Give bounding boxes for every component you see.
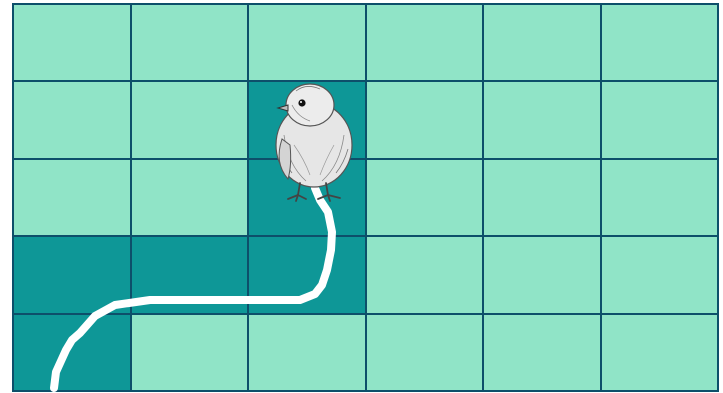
grid-cell-r3-c5[interactable] (602, 237, 718, 312)
grid-cell-r1-c4[interactable] (484, 82, 600, 157)
grid-cell-r4-c1[interactable] (132, 315, 248, 390)
grid-cell-r1-c0[interactable] (14, 82, 130, 157)
grid-cell-r4-c5[interactable] (602, 315, 718, 390)
grid-cell-r2-c2[interactable] (249, 160, 365, 235)
grid-cell-r3-c0[interactable] (14, 237, 130, 312)
grid-cell-r0-c4[interactable] (484, 5, 600, 80)
grid-cell-r1-c1[interactable] (132, 82, 248, 157)
grid-cell-r2-c5[interactable] (602, 160, 718, 235)
grid-cell-r3-c1[interactable] (132, 237, 248, 312)
grid-cell-r2-c0[interactable] (14, 160, 130, 235)
grid-cell-r3-c3[interactable] (367, 237, 483, 312)
grid-cell-r0-c1[interactable] (132, 5, 248, 80)
grid-cell-r2-c3[interactable] (367, 160, 483, 235)
game-grid (12, 3, 719, 392)
grid-cell-r0-c2[interactable] (249, 5, 365, 80)
grid-cell-r0-c0[interactable] (14, 5, 130, 80)
grid-cell-r2-c4[interactable] (484, 160, 600, 235)
grid-cell-r0-c3[interactable] (367, 5, 483, 80)
grid-cell-r4-c0[interactable] (14, 315, 130, 390)
grid-cell-r1-c2[interactable] (249, 82, 365, 157)
grid-cell-r1-c5[interactable] (602, 82, 718, 157)
grid-cell-r3-c2[interactable] (249, 237, 365, 312)
grid-cell-r0-c5[interactable] (602, 5, 718, 80)
grid-cell-r4-c2[interactable] (249, 315, 365, 390)
grid-cell-r4-c3[interactable] (367, 315, 483, 390)
grid-cell-r4-c4[interactable] (484, 315, 600, 390)
grid-cell-r3-c4[interactable] (484, 237, 600, 312)
grid-cell-r2-c1[interactable] (132, 160, 248, 235)
grid-cell-r1-c3[interactable] (367, 82, 483, 157)
